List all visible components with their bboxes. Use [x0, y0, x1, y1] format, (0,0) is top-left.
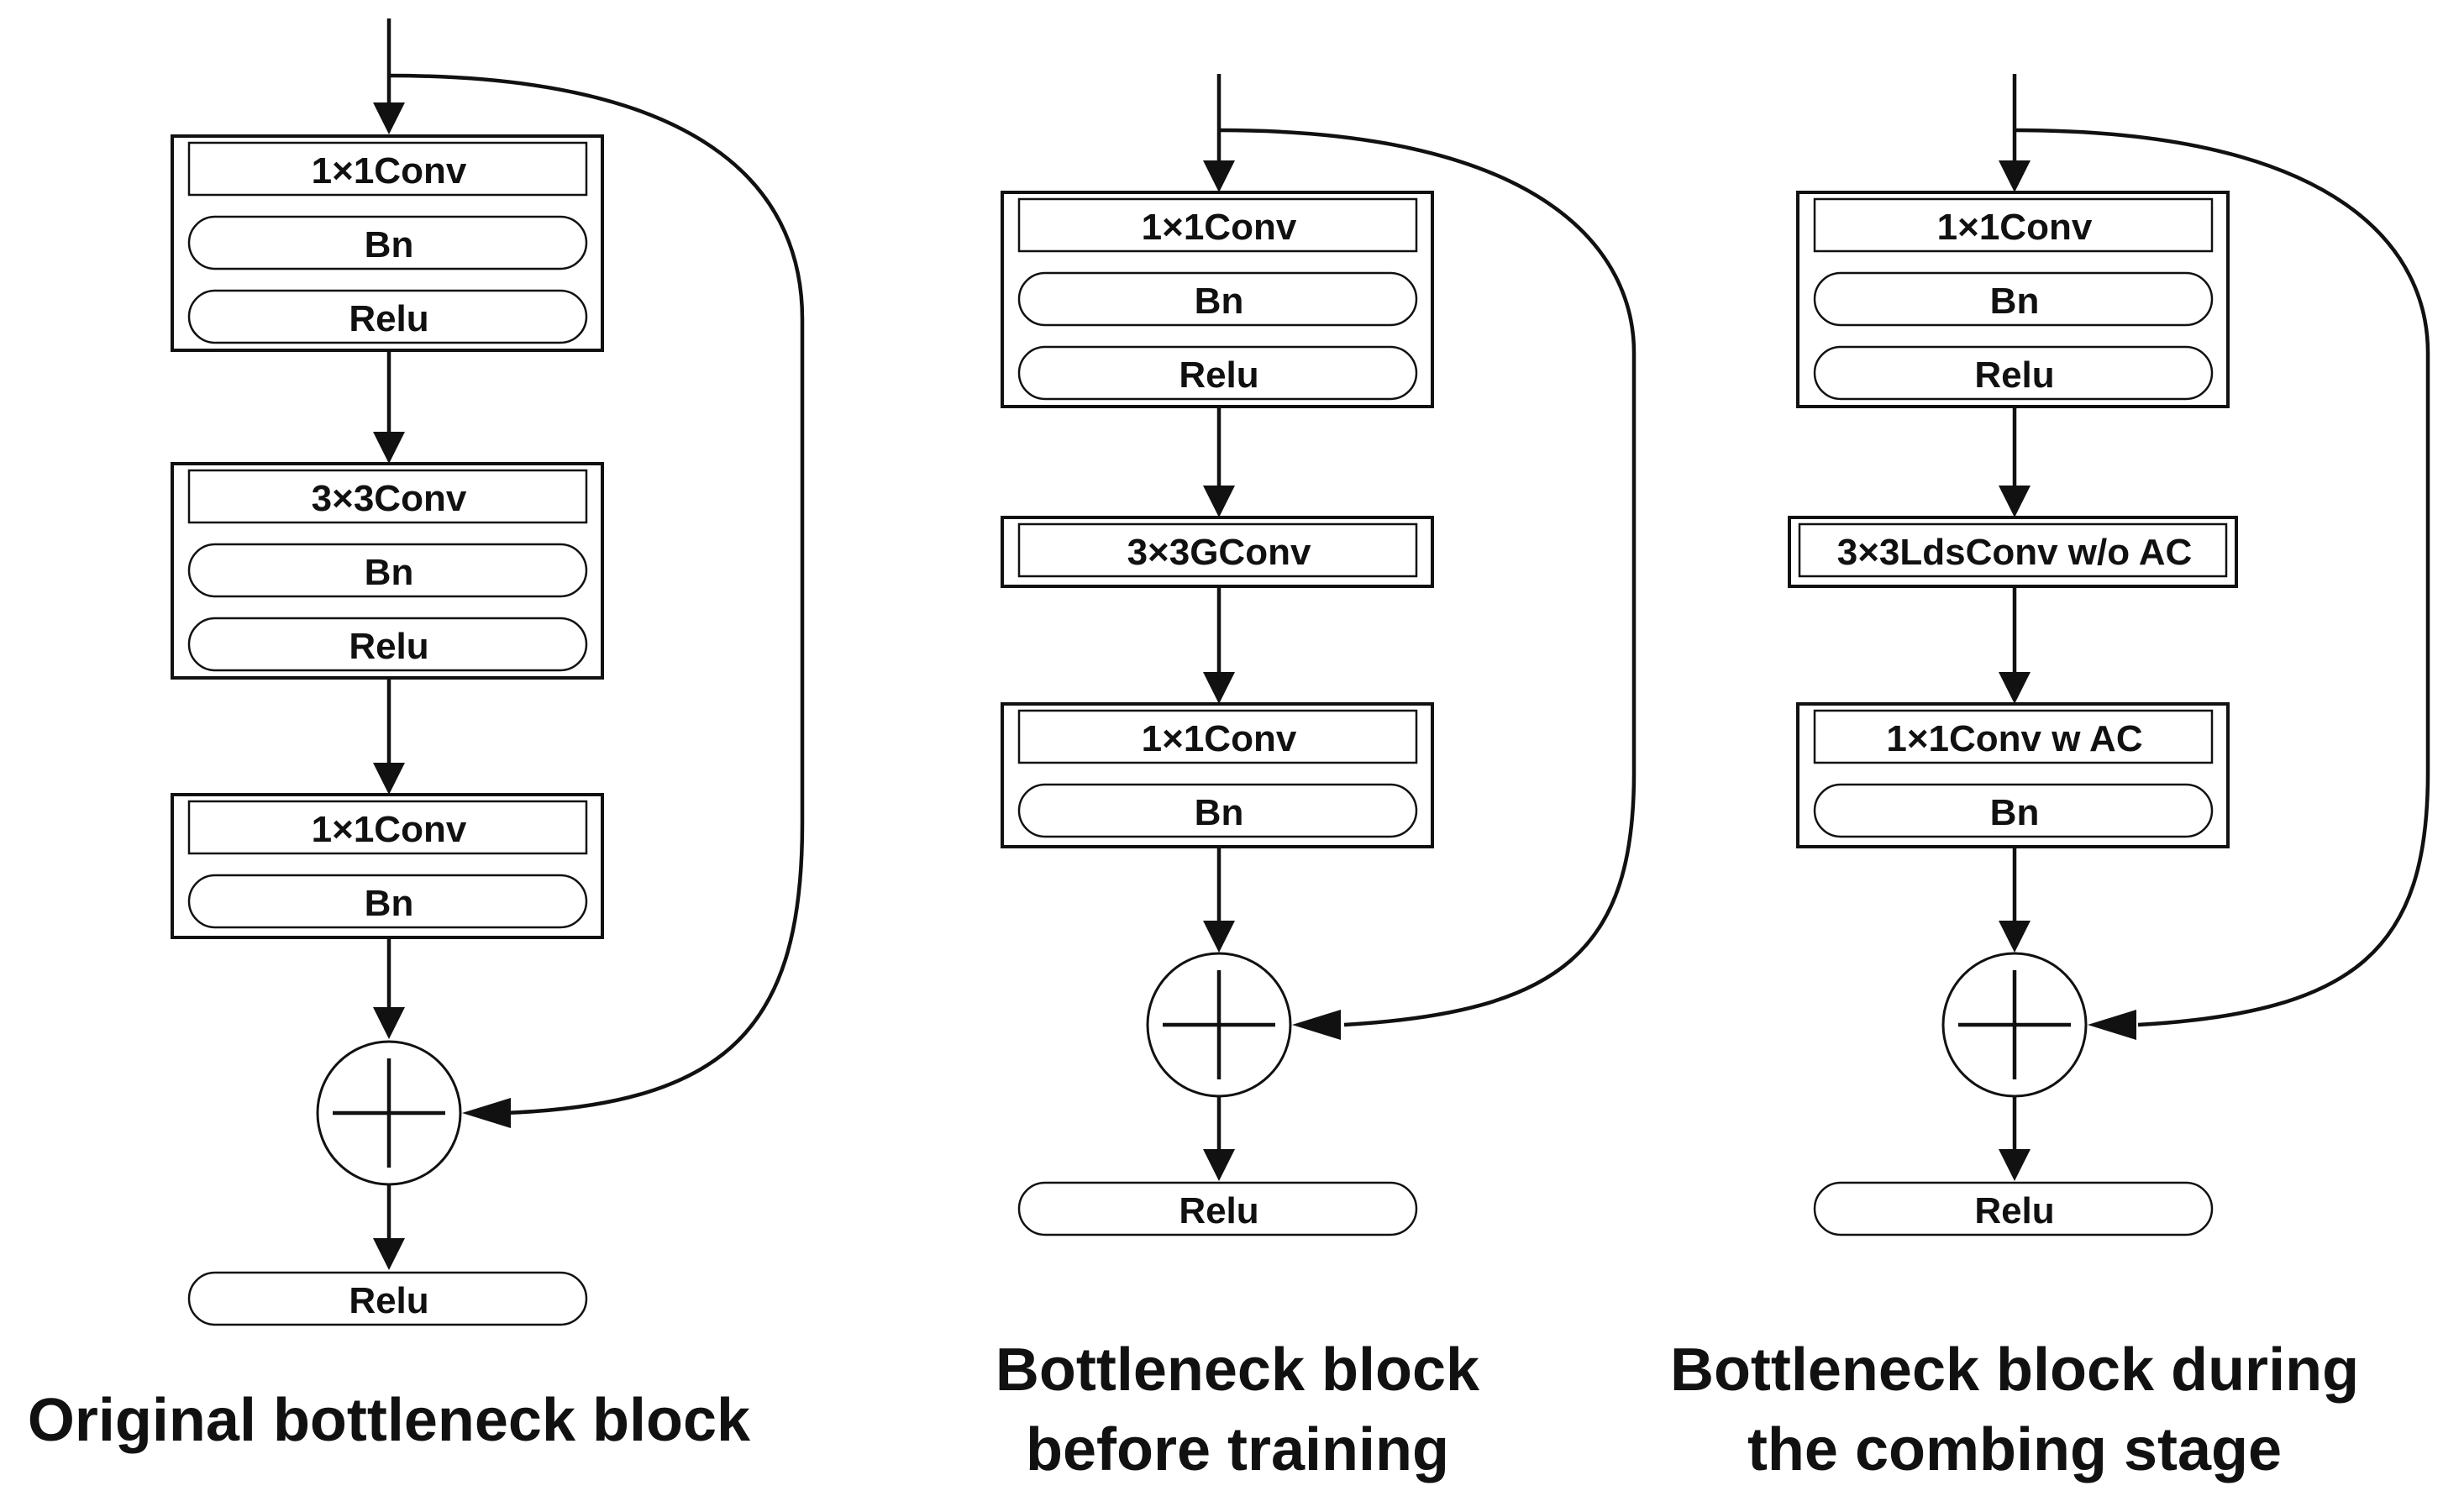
conv-label: 1×1Conv w AC: [1886, 718, 2142, 759]
bn-layer: [1017, 271, 1418, 327]
skip-connection: [2014, 128, 2430, 1027]
relu-label: Relu: [349, 626, 428, 667]
bn-layer: [1813, 271, 2214, 327]
conv-layer: [1813, 709, 2214, 764]
caption-line-1: Original bottleneck block: [28, 1387, 751, 1454]
output-relu-label: Relu: [1179, 1190, 1258, 1231]
arrow-1-2: [1203, 486, 1235, 517]
bn-layer: [1017, 783, 1418, 838]
bn-layer: [187, 874, 588, 929]
add-node: [1941, 952, 2088, 1098]
arrow-add-relu: [1999, 1149, 2031, 1181]
arrow-2-3: [1999, 672, 2031, 704]
arrow-skip: [1292, 1010, 1341, 1040]
bn-label: Bn: [1990, 792, 2040, 833]
caption-line-2: the combing stage: [1747, 1416, 2282, 1483]
conv-layer: [1017, 197, 1418, 253]
arrow-1-2: [1999, 486, 2031, 517]
ldsconv-layer: [1798, 522, 2228, 578]
conv-layer: [1813, 197, 2214, 253]
layer-block-1: 1×1Conv Bn Relu: [1001, 191, 1434, 408]
relu-layer: [1017, 345, 1418, 401]
relu-layer: [1813, 345, 2214, 401]
output-relu-label: Relu: [1974, 1190, 2054, 1231]
arrow-input: [373, 102, 405, 134]
bn-label: Bn: [365, 552, 414, 593]
output-relu: [1017, 1181, 1418, 1236]
conv-label: 1×1Conv: [1937, 207, 2093, 248]
bn-layer: [187, 215, 588, 270]
arrow-input: [1999, 160, 2031, 192]
bn-layer: [187, 543, 588, 598]
conv-label: 1×1Conv: [1142, 207, 1297, 248]
conv-label: 1×1Conv: [312, 809, 467, 850]
conv-label: 3×3Conv: [312, 478, 467, 519]
caption-line-1: Bottleneck block during: [1670, 1336, 2359, 1404]
arrow-3-add: [1203, 921, 1235, 953]
conv-layer: [187, 469, 588, 524]
conv-layer: [1017, 709, 1418, 764]
relu-layer: [187, 289, 588, 344]
layer-block-2: 3×3LdsConv w/o AC: [1788, 516, 2238, 588]
layer-block-3: 1×1Conv w AC Bn: [1796, 702, 2230, 848]
layer-block-1: 1×1Conv Bn Relu: [1796, 191, 2230, 408]
bn-label: Bn: [1990, 281, 2040, 322]
output-relu: [187, 1271, 588, 1326]
arrow-1-2: [373, 432, 405, 464]
bn-label: Bn: [1195, 792, 1244, 833]
add-node: [316, 1040, 462, 1186]
arrow-add-relu: [1203, 1149, 1235, 1181]
arrow-add-relu: [373, 1238, 405, 1270]
bn-label: Bn: [1195, 281, 1244, 322]
diagram-original: 1×1Conv Bn Relu 3×3Conv Bn Relu 1×1Conv …: [28, 18, 805, 1454]
skip-connection: [388, 73, 805, 1116]
conv-label: 1×1Conv: [312, 150, 467, 192]
layer-block-1: 1×1Conv Bn Relu: [171, 134, 604, 352]
conv-label: 1×1Conv: [1142, 718, 1297, 759]
arrow-3-add: [1999, 921, 2031, 953]
skip-connection: [1218, 128, 1637, 1027]
bn-label: Bn: [365, 224, 414, 265]
relu-layer: [187, 617, 588, 672]
layer-block-2: 3×3Conv Bn Relu: [171, 462, 604, 680]
caption-line-2: before training: [1026, 1416, 1449, 1483]
conv-layer: [187, 141, 588, 197]
layer-block-3: 1×1Conv Bn: [171, 793, 604, 939]
arrow-skip: [462, 1098, 511, 1128]
add-node: [1146, 952, 1292, 1098]
output-relu-label: Relu: [349, 1280, 428, 1321]
bn-label: Bn: [365, 883, 414, 924]
ldsconv-label: 3×3LdsConv w/o AC: [1837, 532, 2193, 573]
arrow-input: [1203, 160, 1235, 192]
caption-line-1: Bottleneck block: [996, 1336, 1480, 1404]
arrow-2-3: [373, 763, 405, 795]
output-relu: [1813, 1181, 2214, 1236]
conv-layer: [187, 800, 588, 855]
gconv-layer: [1017, 522, 1418, 578]
diagram-before-training: 1×1Conv Bn Relu 3×3GConv 1×1Conv Bn: [996, 74, 1637, 1483]
diagram-combing-stage: 1×1Conv Bn Relu 3×3LdsConv w/o AC 1×1Con…: [1670, 74, 2430, 1483]
relu-label: Relu: [1179, 354, 1258, 396]
layer-block-3: 1×1Conv Bn: [1001, 702, 1434, 848]
arrow-2-3: [1203, 672, 1235, 704]
relu-label: Relu: [1974, 354, 2054, 396]
arrow-3-add: [373, 1007, 405, 1039]
gconv-label: 3×3GConv: [1127, 532, 1311, 573]
layer-block-2: 3×3GConv: [1001, 516, 1434, 588]
bn-layer: [1813, 783, 2214, 838]
arrow-skip: [2088, 1010, 2136, 1040]
relu-label: Relu: [349, 298, 428, 339]
